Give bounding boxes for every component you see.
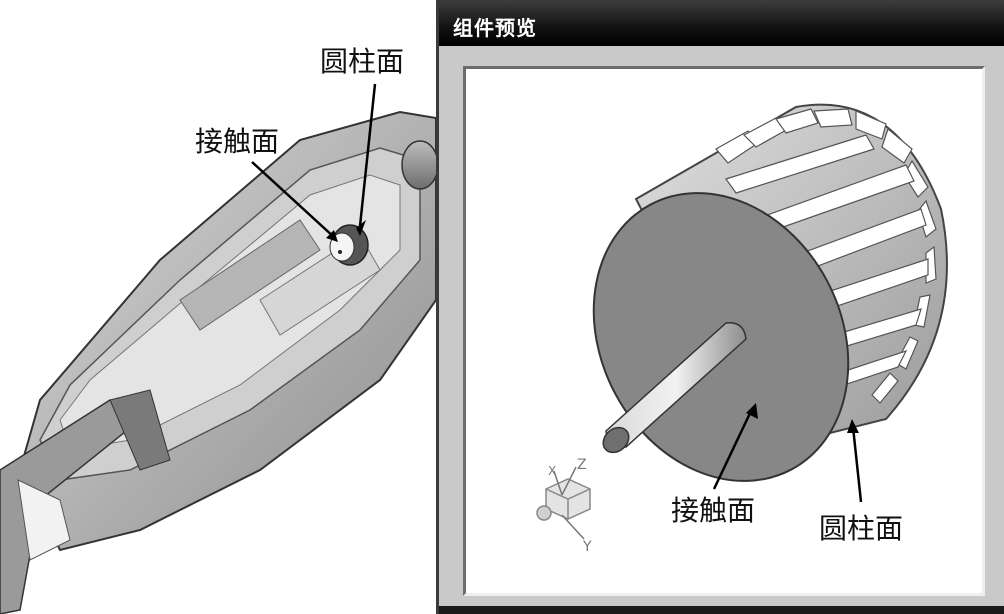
preview-viewport[interactable]: Z X Y 接触面 圆柱面 (463, 66, 985, 596)
wheel-model: Z X Y (536, 103, 948, 555)
annotation-preview-cylinder-face: 圆柱面 (819, 512, 904, 545)
triad-z-label: Z (577, 457, 587, 473)
annotation-preview-contact-face: 接触面 (671, 494, 756, 527)
main-graphics-area[interactable]: 圆柱面 接触面 (0, 0, 436, 614)
window-title: 组件预览 (453, 16, 537, 40)
housing-model (0, 83, 436, 614)
title-bar[interactable]: 组件预览 (439, 2, 1004, 46)
annotation-contact-face: 接触面 (195, 125, 280, 158)
coordinate-triad-icon (536, 466, 591, 540)
annotation-cylinder-face: 圆柱面 (320, 45, 405, 78)
triad-y-label: Y (582, 539, 592, 555)
component-preview-window[interactable]: 组件预览 (436, 0, 1004, 614)
window-bottom-border (439, 606, 1004, 614)
triad-x-label: X (548, 464, 556, 478)
